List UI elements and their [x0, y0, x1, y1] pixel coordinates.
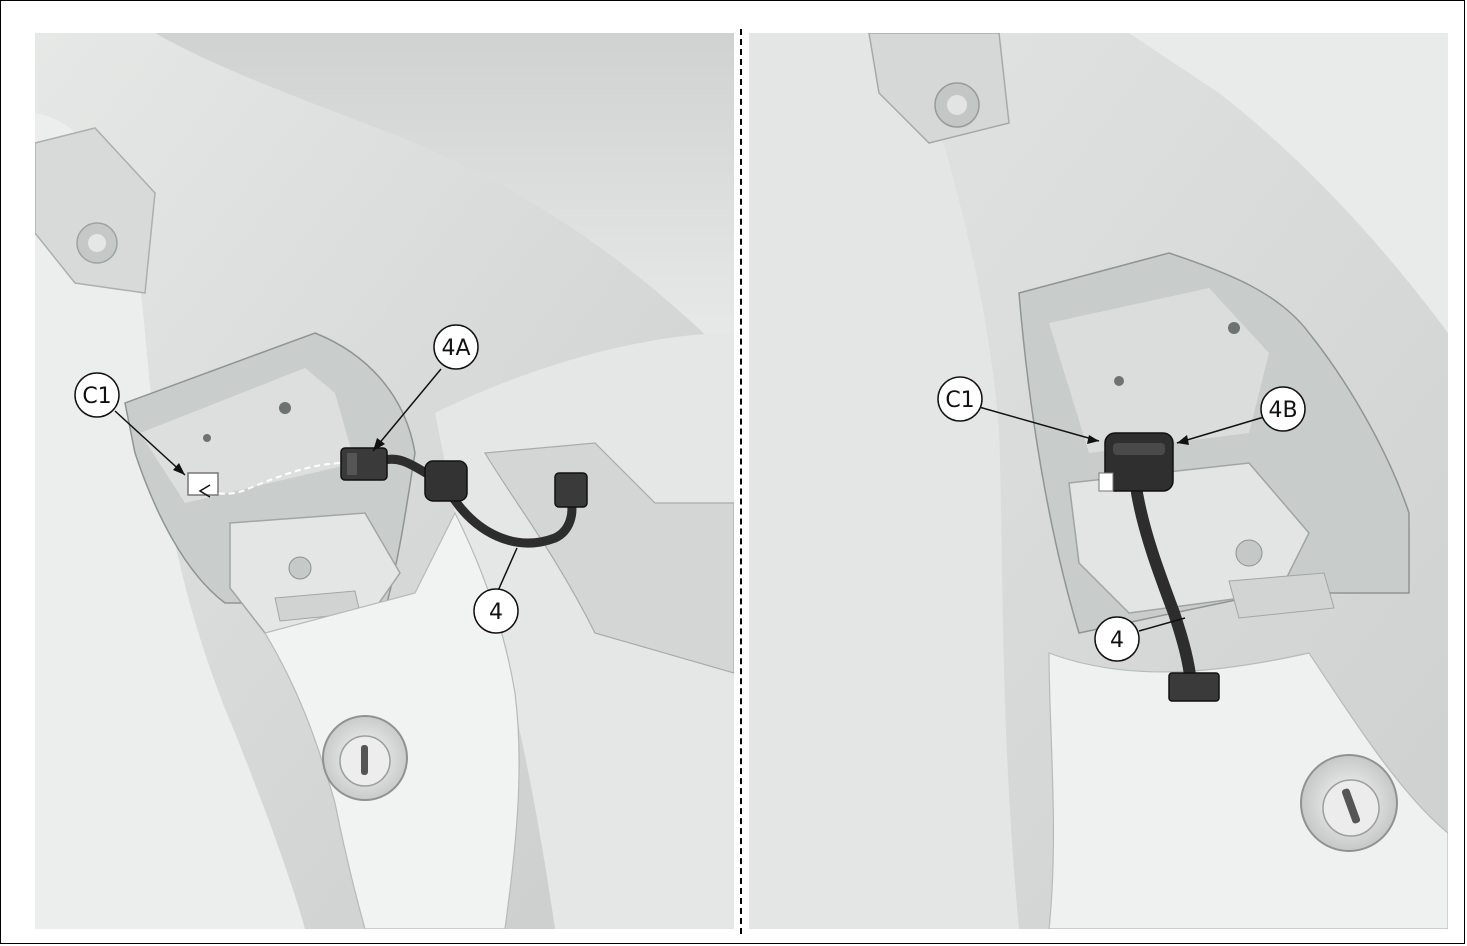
callout-4b-label: 4B [1268, 398, 1297, 423]
cable-end-connector [554, 472, 588, 508]
right-illustration: C1 4B 4 [749, 33, 1448, 929]
leader-c1-arrowhead [1087, 435, 1099, 444]
callout-4-label: 4 [489, 600, 503, 625]
center-spine [1048, 652, 1448, 929]
cavity-hole [279, 402, 291, 414]
routing-arrow [198, 484, 211, 498]
upper-fairing [1129, 33, 1448, 333]
leader-c1-arrowhead [173, 463, 185, 475]
cavity-inner-wall [140, 368, 355, 503]
right-illustration-panel: C1 4B 4 [749, 33, 1448, 929]
ignition-keyhole [361, 745, 368, 775]
upper-fairing [155, 33, 734, 363]
c1-socket [1098, 472, 1114, 492]
cavity-hole-small [1114, 376, 1124, 386]
cavity-hole-small [203, 434, 211, 442]
callout-4-label: 4 [1110, 628, 1124, 653]
callout-c1-label: C1 [82, 384, 111, 409]
cable-4 [445, 488, 577, 548]
lower-mount-bolt [288, 556, 312, 580]
callout-4: 4 [1094, 616, 1140, 662]
cable-end-connector [1168, 672, 1220, 702]
left-illustration: C1 4A 4 [35, 33, 734, 929]
upper-bolt-head [88, 234, 106, 252]
upper-bracket [35, 127, 156, 294]
panel-divider [740, 29, 742, 934]
lower-mount-tab [1228, 572, 1335, 619]
cavity-inner-wall [1049, 288, 1269, 453]
cable-4 [1131, 487, 1197, 689]
callout-4a: 4A [433, 324, 479, 370]
callout-c1: C1 [937, 376, 983, 422]
connector-4b [1104, 432, 1174, 492]
leader-4a-arrowhead [373, 438, 385, 451]
callout-4: 4 [473, 588, 519, 634]
leader-4 [496, 547, 518, 594]
leader-4a [372, 368, 442, 452]
routing-path [204, 462, 341, 495]
leader-c1 [978, 406, 1100, 442]
leader-4b [1176, 416, 1265, 444]
left-illustration-panel: C1 4A 4 [35, 33, 734, 929]
leader-4 [1138, 617, 1186, 632]
ignition-keyhole [1341, 788, 1361, 824]
right-recess [483, 442, 734, 674]
callout-c1: C1 [74, 372, 120, 418]
callout-c1-label: C1 [945, 388, 974, 413]
c1-socket [187, 472, 219, 496]
left-side-body [749, 33, 1019, 929]
leader-4b-arrowhead [1177, 435, 1189, 445]
callout-4a-label: 4A [441, 336, 470, 361]
callout-4b: 4B [1260, 386, 1306, 432]
upper-bolt-head [947, 95, 967, 115]
connector-4b-ridge [1113, 443, 1165, 455]
lower-mount-bolt [1235, 539, 1263, 567]
cable-grommet [424, 460, 468, 502]
connector-4a-latch [347, 453, 357, 475]
cavity-hole [1228, 322, 1240, 334]
leader-c1 [114, 410, 186, 476]
